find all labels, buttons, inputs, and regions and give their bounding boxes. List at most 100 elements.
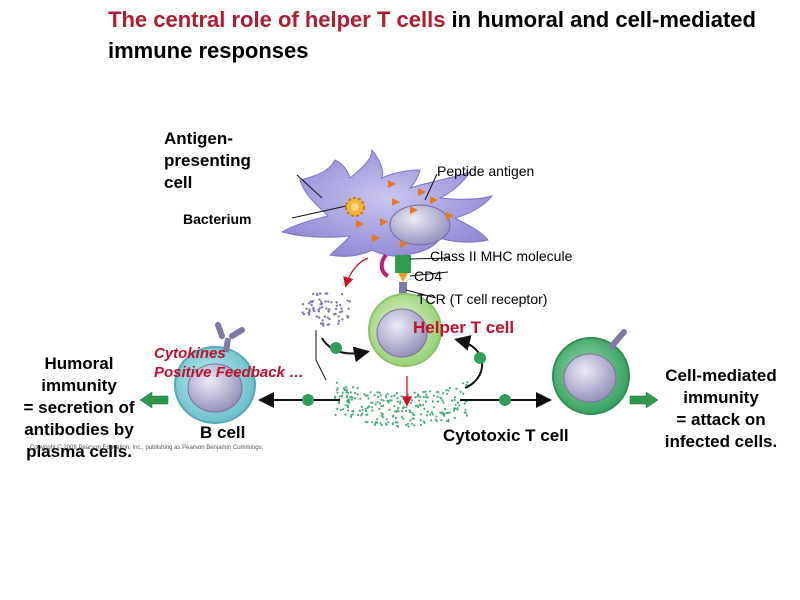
cytokine-dot	[395, 392, 398, 395]
antigen-dot	[340, 293, 344, 296]
cytokine-dot	[380, 414, 383, 417]
cytokine-dot	[453, 416, 456, 420]
cytokine-dot	[412, 413, 415, 416]
cytokine-dot	[411, 411, 414, 414]
antigen-dot	[339, 311, 342, 314]
cytokine-dot	[409, 401, 412, 404]
cytokine-dot	[442, 413, 445, 416]
cytokine-dot	[393, 404, 396, 407]
cytokine-dot	[353, 391, 357, 395]
cytokine-dot	[443, 408, 447, 411]
cytokine-dot	[409, 419, 412, 422]
antigen-dot	[346, 316, 350, 319]
cytokine-dot	[346, 401, 349, 404]
cytokine-dot	[399, 402, 402, 405]
humoral-immunity-label: Humoral immunity = secretion of antibodi…	[6, 353, 152, 463]
cytokine-dot	[390, 399, 393, 402]
cytokine-dot	[371, 421, 374, 424]
cytokine-dot	[419, 396, 422, 399]
cytokine-dot	[353, 397, 356, 400]
antigen-dot	[347, 307, 350, 310]
cytokine-dot	[441, 392, 445, 395]
cytokine-dot	[350, 395, 353, 398]
cytokine-dot	[397, 406, 400, 410]
cytokine-dot	[344, 404, 347, 407]
antigen-dot	[319, 322, 323, 325]
cytokine-dot	[388, 408, 391, 411]
cytokine-dot	[335, 381, 338, 384]
cytokine-dot	[447, 389, 450, 392]
copyright-notice: Copyright © 2008 Pearson Education, Inc.…	[30, 445, 264, 451]
title-highlight: The central role of helper T cells	[108, 7, 446, 32]
cytokine-dot	[413, 391, 416, 394]
cytokine-dot	[336, 407, 339, 410]
cytokine-dot	[376, 401, 379, 404]
antigen-dot	[321, 319, 324, 322]
cytokine-dot	[419, 423, 423, 427]
antibody-receptor-icon	[215, 322, 245, 353]
cytokine-dot	[382, 399, 385, 402]
positive-feedback-label: Positive Feedback …	[154, 364, 305, 381]
cytokine-dot	[335, 389, 338, 392]
antigen-dot	[319, 300, 323, 303]
cytokine-dot	[464, 408, 467, 411]
pathway-arrows	[139, 257, 659, 409]
cytokine-dot	[371, 406, 374, 409]
cytokine-dot	[379, 394, 382, 397]
cytokine-dot	[410, 422, 414, 425]
cytokine-dot	[350, 415, 353, 418]
cytokine-dot	[384, 422, 388, 425]
cytokine-dot	[462, 392, 465, 395]
cytokine-dot	[463, 402, 466, 405]
cytotoxic-t-label: Cytotoxic T cell	[443, 426, 569, 445]
cytokine-dot	[407, 425, 410, 428]
peptide-antigen-label: Peptide antigen	[437, 163, 535, 179]
antigen-dot	[332, 313, 336, 316]
antigen-dot	[335, 301, 338, 304]
cytokine-dot	[346, 406, 349, 409]
antigen-dot	[337, 315, 340, 318]
antigen-dot	[339, 303, 342, 307]
antigen-dot	[316, 292, 319, 295]
cytokine-dot	[356, 393, 359, 396]
cytokine-dot	[466, 381, 469, 384]
cytokine-dot	[431, 413, 434, 416]
antigen-dot	[307, 313, 311, 316]
cytokine-dot	[400, 395, 403, 398]
cytokine-dot	[426, 410, 429, 413]
b-cell-label: B cell	[200, 423, 246, 442]
antigen-dot	[307, 302, 311, 305]
cytokine-dot	[394, 416, 397, 420]
cytokine-dot	[402, 417, 405, 420]
cytokine-dot	[338, 395, 341, 398]
cytokine-dot	[361, 408, 364, 412]
antigen-dot	[309, 300, 312, 303]
cytokine-dot	[425, 414, 429, 417]
antigen-dot	[327, 323, 331, 326]
cytokine-dot	[445, 420, 448, 423]
cytokine-dot	[371, 409, 374, 412]
antigen-dot	[346, 299, 349, 302]
cytokine-dot	[397, 410, 400, 413]
tcr-icon	[399, 282, 407, 298]
antigen-dot	[324, 292, 327, 295]
cytokine-dot	[359, 397, 362, 400]
cytokine-dot	[464, 411, 467, 414]
cytokine-dot	[378, 407, 381, 411]
cytokine-dot	[361, 412, 364, 415]
cytokine-dot	[345, 386, 348, 389]
cytokine-dot	[417, 393, 420, 396]
cytokine-dot	[422, 420, 425, 423]
cell-mediated-line2: immunity	[683, 388, 759, 407]
antigen-dot	[318, 307, 322, 310]
cytokine-dot	[431, 400, 434, 403]
cytokine-dot	[453, 407, 456, 410]
cytokine-dot	[373, 423, 376, 427]
cytokine-dot	[382, 404, 385, 407]
cytokine-dot	[382, 416, 385, 419]
cytokine-dot	[442, 401, 445, 404]
antigen-dot	[312, 308, 315, 311]
antigen-dot	[327, 300, 330, 303]
cytokine-dot	[413, 424, 416, 427]
